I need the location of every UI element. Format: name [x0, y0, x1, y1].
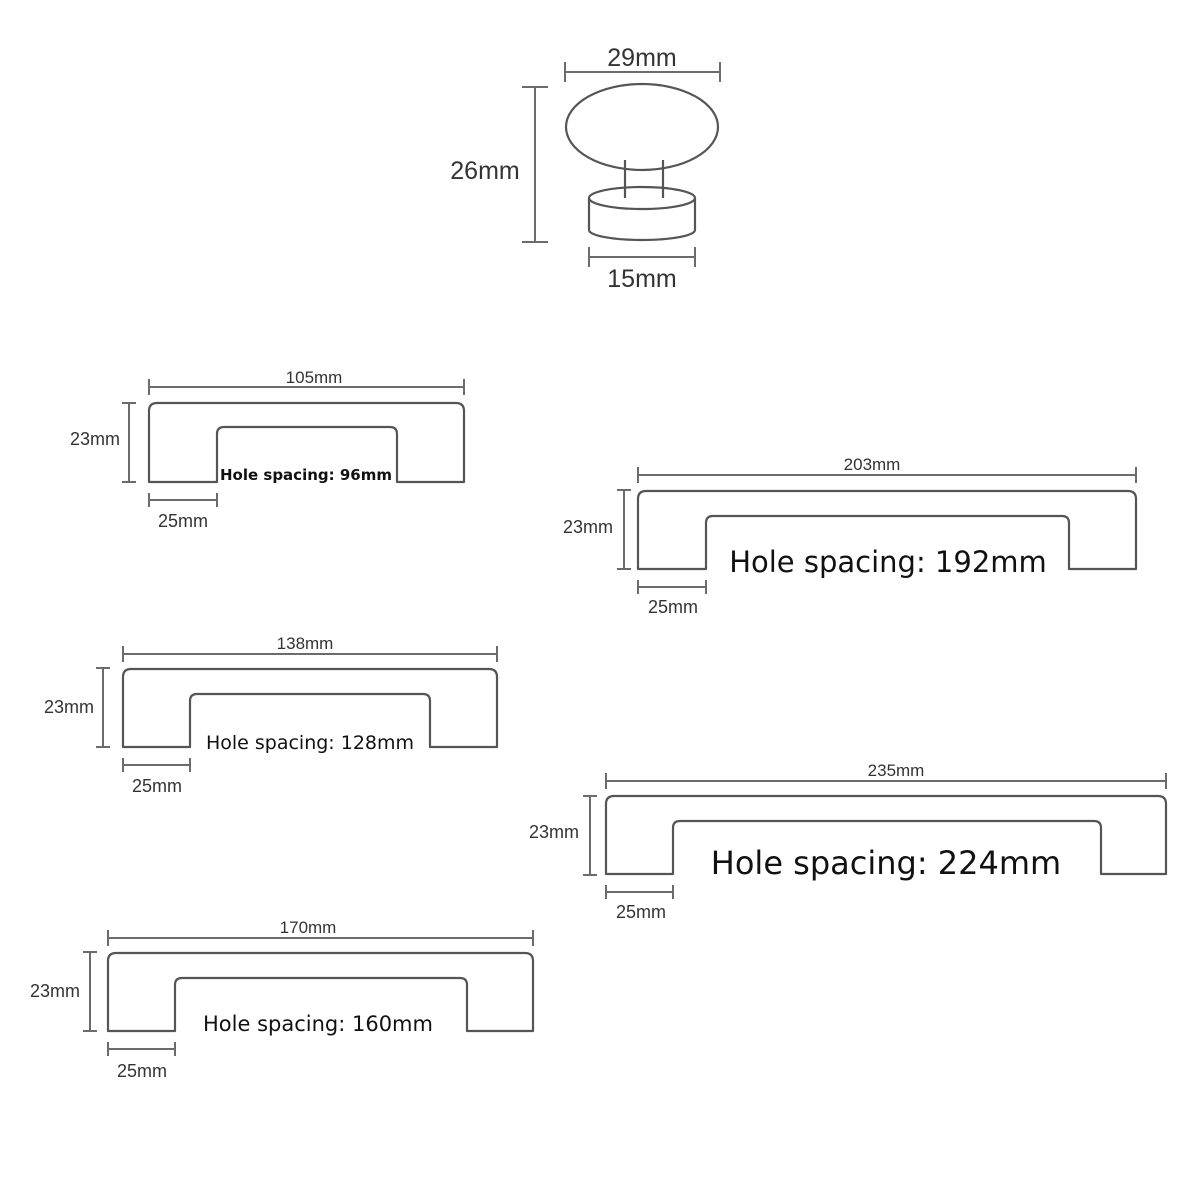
- handle-235mm-length-label: 235mm: [868, 761, 925, 780]
- handle-203mm-leg-dimension: 25mm: [637, 580, 707, 617]
- handle-203mm-height-dimension: 23mm: [563, 489, 631, 570]
- handle-105mm-length-dimension: 105mm: [148, 368, 465, 395]
- handle-170mm-outline: [106, 951, 535, 1033]
- handle-203mm: 203mm 23mm 25mm Hole spacing: 192mm: [563, 455, 1138, 617]
- handle-203mm-leg-label: 25mm: [648, 597, 698, 617]
- handle-170mm: 170mm 23mm 25mm Hole spacing: 160mm: [30, 918, 535, 1081]
- handle-138mm-leg-label: 25mm: [132, 776, 182, 796]
- handle-138mm-length-label: 138mm: [277, 634, 334, 653]
- knob-drawing: 29mm 26mm 15mm: [450, 44, 721, 293]
- handle-138mm-outline: [121, 667, 499, 749]
- handle-235mm-length-dimension: 235mm: [605, 761, 1167, 789]
- handle-105mm-leg-dimension: 25mm: [148, 493, 218, 531]
- knob-height-dimension: 26mm: [450, 86, 548, 243]
- handle-235mm-leg-dimension: 25mm: [605, 885, 674, 922]
- knob-base-dimension: 15mm: [588, 247, 696, 293]
- handle-105mm-height-label: 23mm: [70, 429, 120, 449]
- handle-235mm-height-label: 23mm: [529, 822, 579, 842]
- knob-height-label: 26mm: [450, 157, 519, 185]
- handle-105mm-hole-spacing: Hole spacing: 96mm: [220, 466, 392, 484]
- knob-body: [564, 82, 720, 242]
- handle-170mm-leg-dimension: 25mm: [107, 1042, 176, 1081]
- handle-235mm-outline: [604, 794, 1168, 876]
- handle-203mm-length-dimension: 203mm: [637, 455, 1137, 483]
- handle-203mm-height-label: 23mm: [563, 517, 613, 537]
- handle-138mm-hole-spacing: Hole spacing: 128mm: [206, 732, 414, 754]
- handle-105mm: 105mm 23mm 25mm Hole spacing: 96mm: [70, 368, 466, 531]
- knob-base-label: 15mm: [607, 265, 676, 293]
- handle-170mm-length-label: 170mm: [280, 918, 337, 937]
- handle-105mm-length-label: 105mm: [286, 368, 343, 387]
- handle-170mm-hole-spacing: Hole spacing: 160mm: [203, 1012, 433, 1036]
- handle-138mm-length-dimension: 138mm: [122, 634, 498, 662]
- handle-170mm-length-dimension: 170mm: [107, 918, 534, 946]
- knob-width-label: 29mm: [607, 44, 676, 72]
- handle-203mm-hole-spacing: Hole spacing: 192mm: [729, 545, 1047, 579]
- handle-235mm-height-dimension: 23mm: [529, 795, 597, 876]
- handle-170mm-height-label: 23mm: [30, 981, 80, 1001]
- handle-170mm-height-dimension: 23mm: [30, 951, 97, 1032]
- knob-width-dimension: 29mm: [564, 44, 721, 82]
- handle-138mm-height-dimension: 23mm: [44, 667, 110, 748]
- handle-138mm-height-label: 23mm: [44, 697, 94, 717]
- handle-235mm-hole-spacing: Hole spacing: 224mm: [711, 844, 1061, 882]
- handle-105mm-height-dimension: 23mm: [70, 402, 136, 483]
- handle-138mm: 138mm 23mm 25mm Hole spacing: 128mm: [44, 634, 499, 796]
- handle-203mm-length-label: 203mm: [844, 455, 901, 474]
- handle-235mm-leg-label: 25mm: [616, 902, 666, 922]
- handle-170mm-leg-label: 25mm: [117, 1061, 167, 1081]
- handle-105mm-outline: [147, 401, 466, 484]
- handle-138mm-leg-dimension: 25mm: [122, 758, 191, 796]
- handle-203mm-outline: [636, 489, 1138, 571]
- handle-235mm: 235mm 23mm 25mm Hole spacing: 224mm: [529, 761, 1168, 922]
- handle-105mm-leg-label: 25mm: [158, 511, 208, 531]
